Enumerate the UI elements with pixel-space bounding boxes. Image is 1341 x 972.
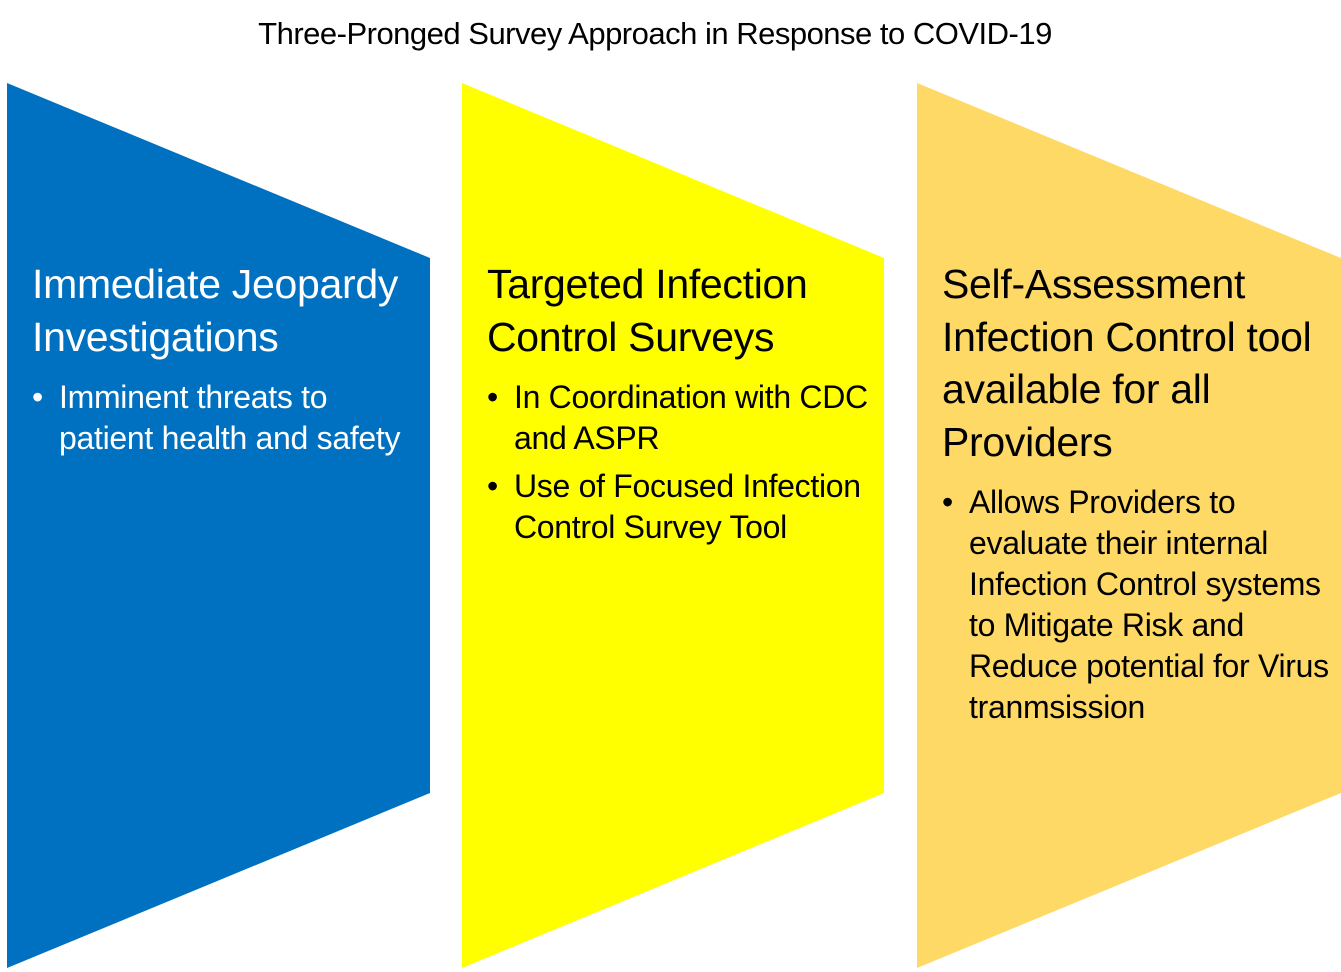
column-heading: Immediate Jeopardy Investigations xyxy=(32,261,399,360)
bullet-list: Allows Providers to evaluate their inter… xyxy=(942,482,1337,728)
column-immediate-jeopardy: Immediate Jeopardy Investigations Immine… xyxy=(32,258,412,466)
bullet-item: Imminent threats to patient health and s… xyxy=(32,377,412,459)
bullet-item: Use of Focused Infection Control Survey … xyxy=(487,466,877,548)
bullet-list: In Coordination with CDC and ASPR Use of… xyxy=(487,377,877,548)
column-heading: Self-Assessment Infection Control tool a… xyxy=(942,261,1312,465)
diagram-title: Three-Pronged Survey Approach in Respons… xyxy=(258,16,1052,51)
bullet-item: In Coordination with CDC and ASPR xyxy=(487,377,877,459)
column-heading: Targeted Infection Control Surveys xyxy=(487,261,808,360)
column-self-assessment: Self-Assessment Infection Control tool a… xyxy=(942,258,1337,735)
column-targeted-surveys: Targeted Infection Control Surveys In Co… xyxy=(487,258,877,555)
bullet-list: Imminent threats to patient health and s… xyxy=(32,377,412,459)
blue-chevron xyxy=(7,83,430,968)
bullet-item: Allows Providers to evaluate their inter… xyxy=(942,482,1337,728)
